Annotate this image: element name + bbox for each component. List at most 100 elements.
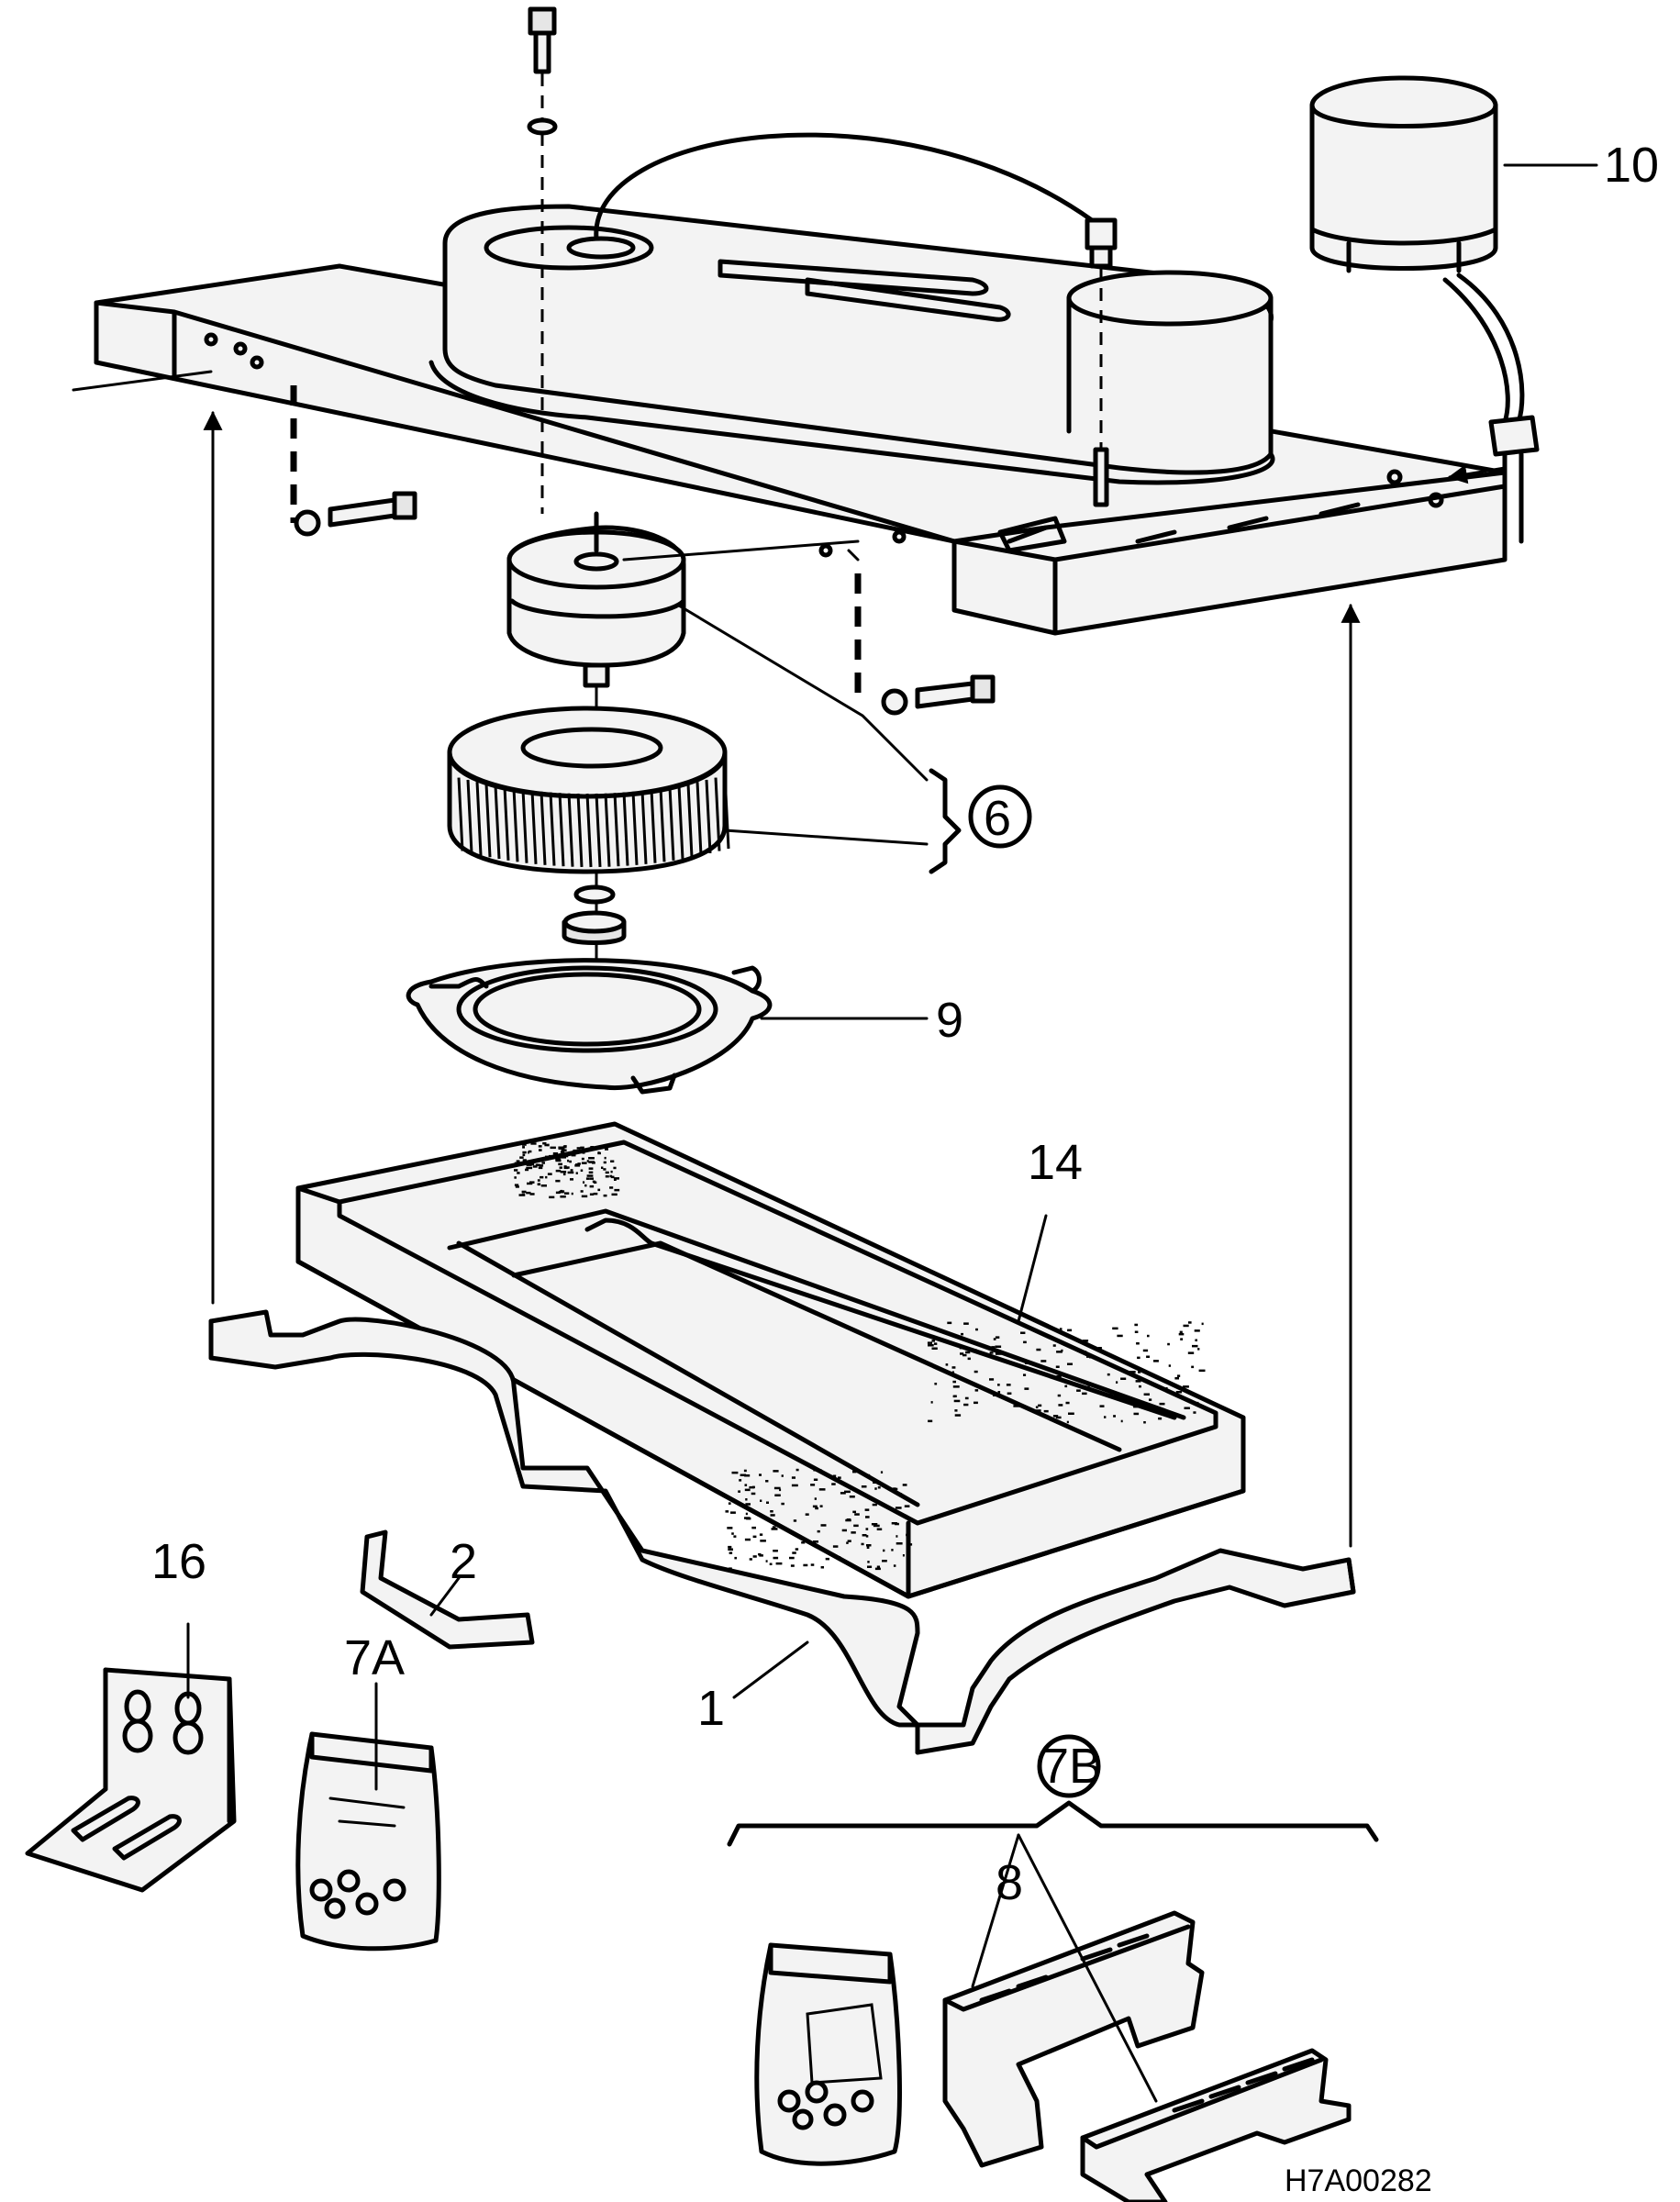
filter-speck <box>517 1172 520 1174</box>
filter-speck <box>928 1419 933 1423</box>
filter-speck <box>825 1557 829 1561</box>
filter-speck <box>731 1532 734 1535</box>
filter-speck <box>562 1145 567 1149</box>
filter-speck <box>854 1513 860 1516</box>
filter-speck <box>536 1163 539 1166</box>
filter-speck <box>518 1162 523 1165</box>
filter-speck <box>744 1474 751 1477</box>
filter-speck <box>831 1483 836 1485</box>
fan-blade <box>686 784 694 858</box>
filter-speck <box>1188 1321 1192 1324</box>
fan-blade <box>494 785 501 860</box>
filter-speck <box>614 1188 620 1192</box>
filter-speck <box>526 1191 531 1195</box>
filter-speck <box>597 1188 601 1192</box>
filter-speck <box>555 1158 562 1161</box>
filter-speck <box>588 1161 595 1163</box>
filter-speck <box>1113 1415 1116 1418</box>
filter-speck <box>832 1474 837 1477</box>
filter-speck <box>814 1497 817 1500</box>
filter-speck <box>1134 1323 1139 1327</box>
filter-speck <box>559 1166 562 1169</box>
filter-speck <box>1133 1412 1140 1416</box>
label-10: 10 <box>1604 138 1659 193</box>
filter-speck <box>974 1401 978 1405</box>
filter-speck <box>1168 1364 1171 1367</box>
filter-speck <box>743 1469 747 1473</box>
filter-speck <box>584 1184 587 1187</box>
filter-speck <box>965 1351 971 1354</box>
filter-speck <box>1097 1347 1102 1350</box>
filter-speck <box>740 1474 746 1476</box>
filter-speck <box>801 1541 806 1544</box>
filter-speck <box>773 1556 779 1560</box>
filter-speck <box>582 1151 585 1154</box>
filter-speck <box>967 1357 971 1361</box>
filter-speck <box>819 1505 823 1507</box>
filter-speck <box>793 1519 797 1522</box>
filter-speck <box>906 1533 911 1537</box>
filter-speck <box>555 1159 562 1162</box>
filter-speck <box>770 1514 775 1517</box>
filter-speck <box>727 1527 733 1529</box>
filter-speck <box>1006 1384 1011 1386</box>
fan-blade <box>521 789 528 863</box>
filter-speck <box>873 1524 880 1528</box>
filter-speck <box>1085 1385 1090 1389</box>
filter-speck <box>744 1484 748 1486</box>
fan-blade <box>512 788 519 862</box>
filter-speck <box>791 1484 798 1487</box>
filter-speck <box>1183 1324 1189 1328</box>
filter-speck <box>532 1165 538 1168</box>
filter-speck <box>849 1496 855 1498</box>
filter-speck <box>609 1174 613 1178</box>
filter-speck <box>1175 1391 1183 1394</box>
filter-speck <box>526 1166 533 1170</box>
filter-speck <box>1038 1404 1042 1407</box>
filter-speck <box>933 1342 938 1345</box>
callout-leaders <box>186 163 1598 1791</box>
fan-blade <box>558 793 565 867</box>
guide-arrows <box>203 410 1507 1548</box>
inlet-ring <box>406 958 773 1095</box>
filter-media-texture <box>514 1142 1206 1571</box>
filter-speck <box>1201 1322 1204 1326</box>
filter-speck <box>781 1474 784 1477</box>
filter-speck <box>773 1470 779 1473</box>
filter-speck <box>774 1494 781 1496</box>
filter-speck <box>789 1556 795 1560</box>
filter-speck <box>560 1151 565 1153</box>
filter-speck <box>1193 1411 1196 1414</box>
fan-blade <box>549 792 556 866</box>
filter-speck <box>603 1161 606 1164</box>
filter-speck <box>974 1389 979 1392</box>
filter-speck <box>745 1503 751 1506</box>
fan-blade <box>659 788 666 862</box>
filter-speck <box>549 1154 554 1158</box>
filter-speck <box>927 1341 932 1344</box>
fan-blade <box>650 789 657 863</box>
filter-speck <box>902 1484 907 1486</box>
filter-speck <box>1035 1406 1039 1408</box>
filter-speck <box>547 1143 550 1147</box>
filter-speck <box>514 1176 517 1179</box>
filter-speck <box>580 1146 584 1150</box>
mounting-rails <box>942 1833 1352 2202</box>
filter-speck <box>951 1371 954 1373</box>
filter-speck <box>610 1160 615 1162</box>
filter-speck <box>815 1507 818 1510</box>
filter-speck <box>1195 1339 1197 1341</box>
filter-speck <box>760 1540 766 1542</box>
filter-speck <box>539 1164 544 1167</box>
filter-speck <box>522 1162 526 1164</box>
filter-speck <box>589 1177 594 1180</box>
filter-speck <box>728 1502 731 1505</box>
filter-speck <box>891 1522 897 1525</box>
filter-speck <box>588 1171 594 1174</box>
filter-speck <box>1056 1374 1062 1378</box>
filter-speck <box>1143 1421 1146 1424</box>
filter-speck <box>770 1510 773 1513</box>
filter-speck <box>1133 1405 1139 1408</box>
filter-speck <box>613 1166 617 1170</box>
